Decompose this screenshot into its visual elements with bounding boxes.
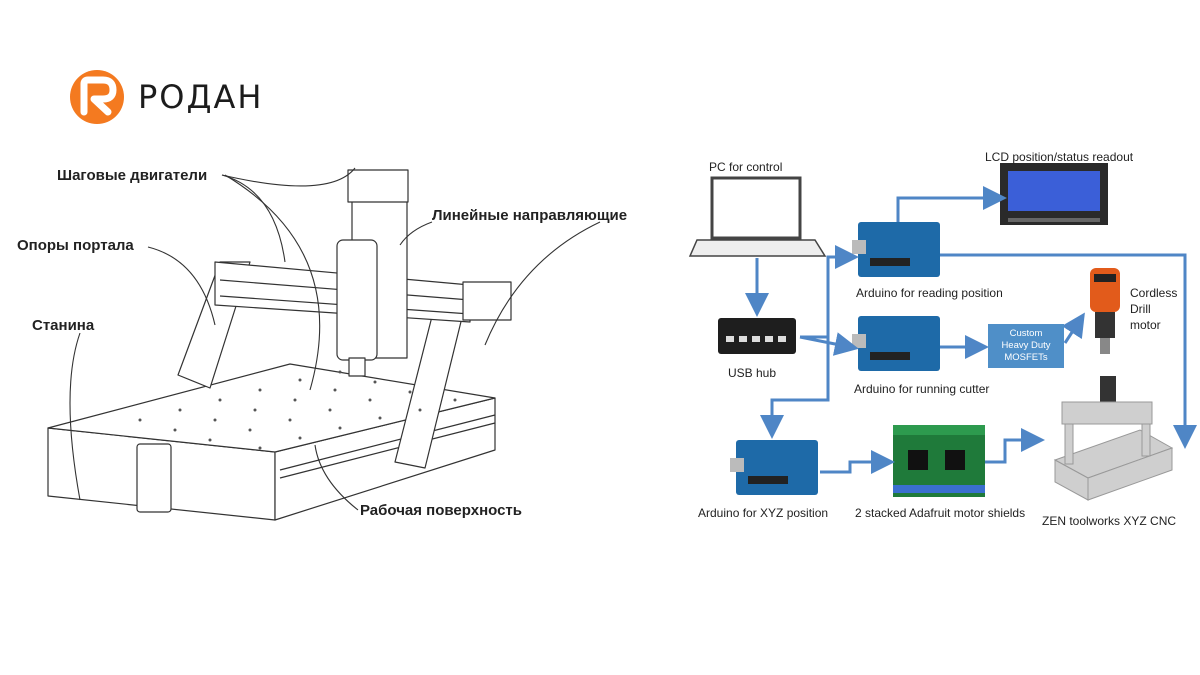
cnc-mini-machine-icon xyxy=(1053,376,1174,501)
mosfet-box: Custom Heavy Duty MOSFETs xyxy=(988,324,1064,368)
leader-guides-1 xyxy=(399,221,433,246)
drill-line: Drill xyxy=(1130,302,1151,316)
label-usb-hub: USB hub xyxy=(728,366,777,380)
label-drill: Cordless Drill motor xyxy=(1130,285,1177,333)
z-stepper-motor xyxy=(347,169,409,203)
arduino-xyz-icon xyxy=(730,440,818,495)
label-lcd: LCD position/status readout xyxy=(985,150,1134,164)
leader-guides-2 xyxy=(484,221,601,346)
leader-supports xyxy=(147,246,216,326)
label-arduino-xyz: Arduino for XYZ position xyxy=(698,506,829,520)
label-frame: Станина xyxy=(32,317,95,334)
leader-frame xyxy=(69,332,81,501)
mosfet-line: Custom xyxy=(1009,328,1043,339)
arduino-reading-icon xyxy=(852,222,940,277)
label-stepper-motors: Шаговые двигатели xyxy=(57,167,208,184)
label-motor-shields: 2 stacked Adafruit motor shields xyxy=(855,506,1026,520)
label-work-surface: Рабочая поверхность xyxy=(360,502,523,519)
x-stepper-motor xyxy=(462,281,512,321)
usb-hub-icon xyxy=(718,318,796,354)
drill-line: Cordless xyxy=(1130,286,1178,300)
leader-stepper-3 xyxy=(224,174,321,391)
spindle-collet xyxy=(348,357,366,377)
label-arduino-reading: Arduino for reading position xyxy=(856,286,1003,300)
table-holes xyxy=(138,370,457,450)
brand-name: РОДАН xyxy=(138,78,264,116)
drill-line: motor xyxy=(1130,318,1161,332)
lcd-module-icon xyxy=(1000,163,1108,225)
label-pc: PC for control xyxy=(709,160,783,174)
mosfet-line: MOSFETs xyxy=(1004,352,1048,363)
leader-stepper-2 xyxy=(221,167,356,187)
arduino-cutter-icon xyxy=(852,316,940,371)
label-arduino-cutter: Arduino for running cutter xyxy=(854,382,990,396)
frame-front-box xyxy=(136,443,172,513)
motor-shields-icon xyxy=(893,425,985,497)
cordless-drill-icon xyxy=(1090,268,1120,354)
label-linear-guides: Линейные направляющие xyxy=(432,207,628,224)
mosfet-line: Heavy Duty xyxy=(1001,340,1051,351)
leader-surface xyxy=(314,444,359,511)
laptop-icon xyxy=(688,176,827,257)
label-gantry-supports: Опоры портала xyxy=(17,237,134,254)
label-cnc: ZEN toolworks XYZ CNC xyxy=(1042,514,1177,528)
